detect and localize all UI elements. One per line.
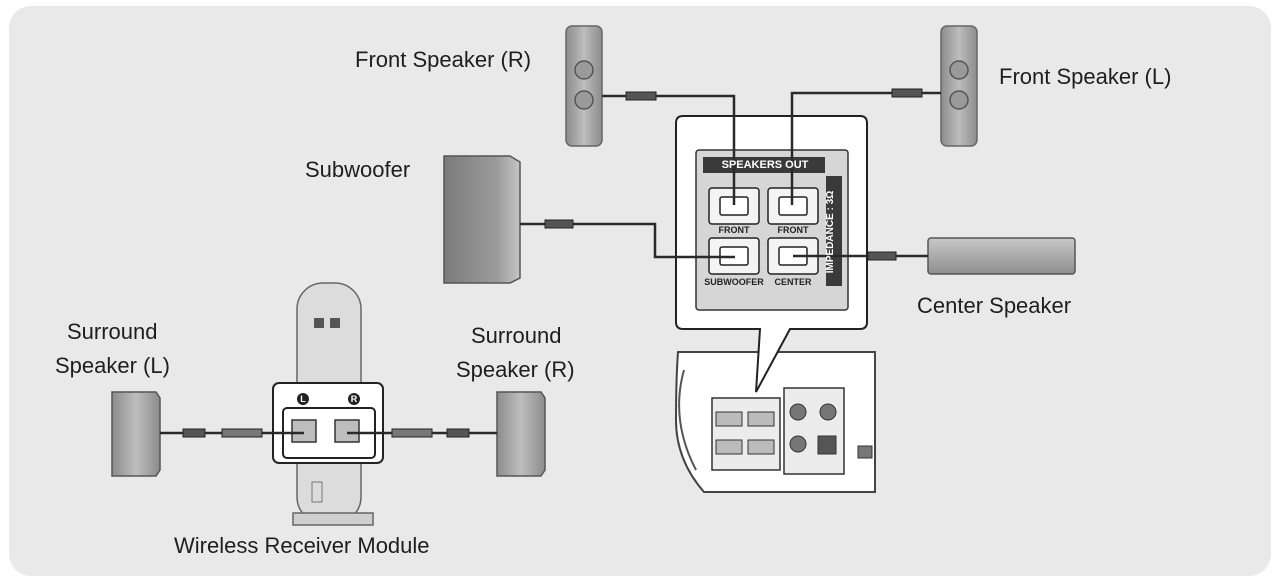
subwoofer — [443, 155, 521, 284]
subwoofer-terminal-label: SUBWOOFER — [704, 277, 764, 287]
connection-diagram — [111, 25, 1076, 526]
speaker-cables — [160, 88, 941, 438]
wireless-module-label: Wireless Receiver Module — [174, 533, 430, 558]
surround-left-label-line1: Surround — [67, 319, 158, 344]
wireless-right-mark: R — [350, 394, 358, 404]
surround-speaker-right — [496, 391, 546, 477]
surround-right-label-line2: Speaker (R) — [456, 357, 575, 382]
surround-speaker-left — [111, 391, 161, 477]
front-speaker-left — [940, 25, 978, 147]
front-right-terminal-label: FRONT — [777, 225, 809, 235]
speakers-out-header: SPEAKERS OUT — [721, 159, 809, 171]
surround-left-label-line2: Speaker (L) — [55, 353, 170, 378]
impedance-label: IMPEDANCE : 3Ω — [825, 190, 836, 274]
front-left-terminal-label: FRONT — [718, 225, 750, 235]
front-speaker-left-label: Front Speaker (L) — [999, 64, 1172, 89]
center-terminal-label: CENTER — [774, 277, 812, 287]
front-speaker-right — [565, 25, 603, 147]
front-speaker-right-label: Front Speaker (R) — [355, 47, 532, 72]
subwoofer-label: Subwoofer — [305, 157, 411, 182]
wireless-left-mark: L — [300, 394, 306, 404]
diagram-background — [9, 6, 1271, 576]
center-speaker-label: Center Speaker — [917, 293, 1072, 318]
center-speaker — [927, 237, 1076, 275]
wireless-receiver-module — [272, 282, 384, 526]
main-unit-back-panel — [674, 351, 876, 493]
surround-right-label-line1: Surround — [471, 323, 562, 348]
